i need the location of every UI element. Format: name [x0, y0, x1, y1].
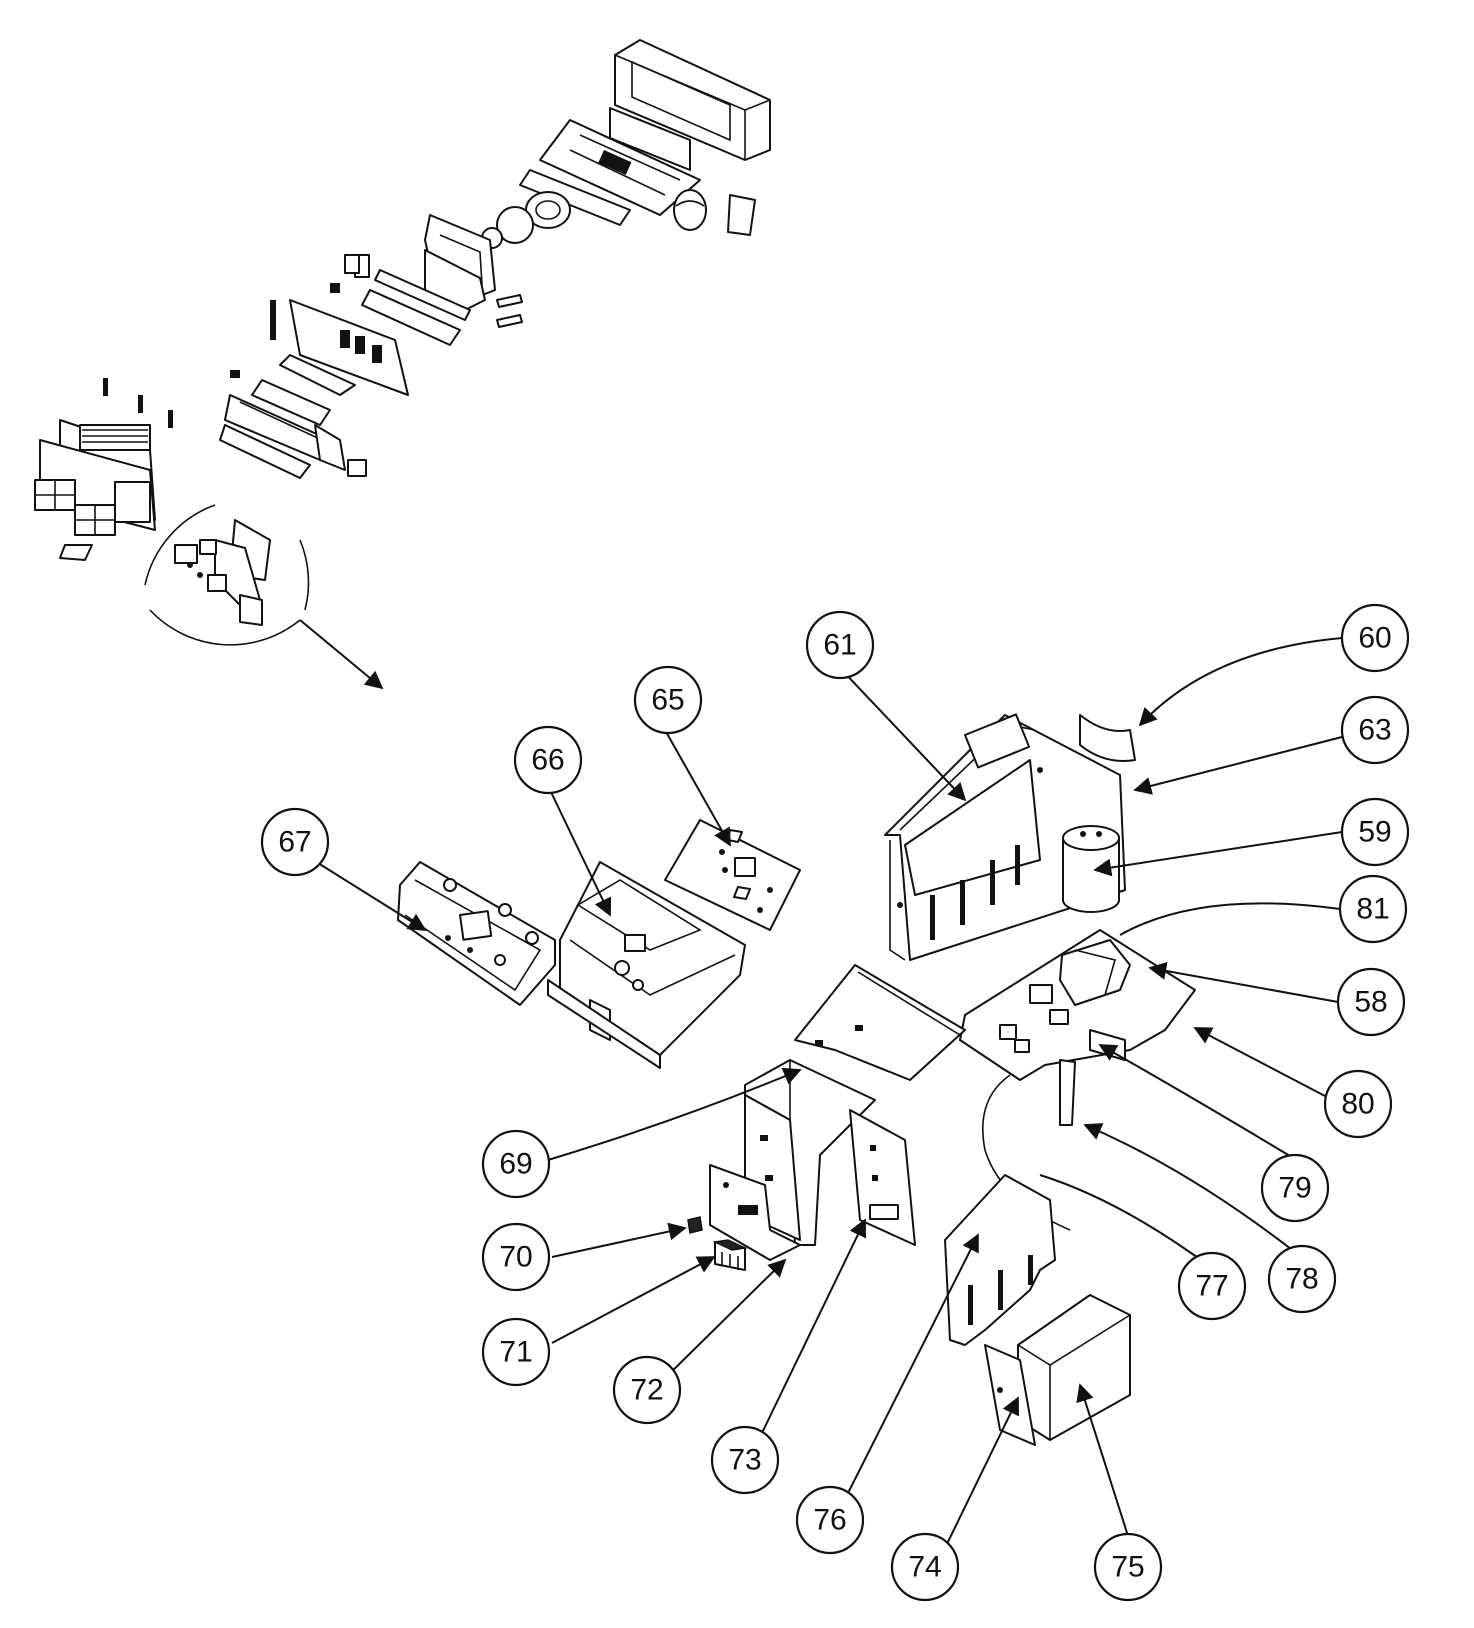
- svg-text:79: 79: [1278, 1172, 1311, 1205]
- leader-58: [1148, 962, 1339, 1003]
- base-pan: [539, 119, 701, 216]
- svg-text:72: 72: [630, 1374, 663, 1407]
- callout-76: 76: [795, 1485, 865, 1555]
- callout-79: 79: [1260, 1153, 1330, 1223]
- callout-59: 59: [1340, 797, 1410, 867]
- svg-text:77: 77: [1195, 1270, 1228, 1303]
- part-60-wire-clip: [1079, 714, 1136, 762]
- svg-text:67: 67: [278, 826, 311, 859]
- leader-80: [1193, 1027, 1326, 1097]
- leader-71: [551, 1256, 716, 1344]
- part-59-capacitor: [1062, 825, 1120, 913]
- overview-exploded-unit: [34, 39, 771, 690]
- bulkhead-panel: [270, 254, 409, 396]
- callout-58: 58: [1336, 967, 1406, 1037]
- leader-78: [1083, 1123, 1301, 1257]
- svg-text:81: 81: [1356, 893, 1389, 926]
- callout-74: 74: [890, 1532, 960, 1602]
- leader-70: [551, 1222, 687, 1258]
- part-72-mount-bracket: [709, 1164, 801, 1261]
- callout-77: 77: [1177, 1251, 1247, 1321]
- detail-pointer-arrow: [299, 619, 384, 690]
- leader-67: [317, 862, 427, 931]
- callout-63: 63: [1340, 695, 1410, 765]
- leader-65: [664, 729, 731, 847]
- part-74-box-cover: [984, 1344, 1036, 1446]
- callout-72: 72: [612, 1355, 682, 1425]
- front-grille: [34, 378, 173, 561]
- part-73-inner-panel: [849, 1109, 916, 1246]
- callout-66: 66: [513, 725, 583, 795]
- drain-tray: [519, 169, 631, 226]
- part-78-wire-lead: [1059, 1059, 1076, 1126]
- callout-67: 67: [260, 807, 330, 877]
- part-67-control-panel: [397, 861, 556, 1006]
- callout-73: 73: [710, 1425, 780, 1495]
- small-bracket-1: [496, 294, 523, 308]
- leader-72: [659, 1258, 787, 1384]
- svg-text:71: 71: [499, 1336, 532, 1369]
- blower-wheel: [481, 191, 571, 249]
- leader-63: [1133, 736, 1343, 795]
- svg-text:69: 69: [499, 1148, 532, 1181]
- callout-81: 81: [1338, 874, 1408, 944]
- svg-text:78: 78: [1285, 1263, 1318, 1296]
- filter-panel: [609, 107, 691, 171]
- leader-lines: [317, 637, 1343, 1549]
- leader-60: [1138, 637, 1343, 727]
- leader-79: [1098, 1044, 1291, 1157]
- leader-66: [549, 789, 612, 917]
- svg-text:74: 74: [908, 1551, 941, 1584]
- evaporator-coil: [219, 354, 367, 479]
- leader-59: [1093, 831, 1343, 877]
- svg-text:59: 59: [1358, 816, 1391, 849]
- svg-text:80: 80: [1341, 1088, 1374, 1121]
- svg-text:73: 73: [728, 1444, 761, 1477]
- leader-76: [841, 1233, 979, 1506]
- callout-61: 61: [805, 610, 875, 680]
- callout-71: 71: [481, 1317, 551, 1387]
- svg-text:63: 63: [1358, 714, 1391, 747]
- callouts: 60 61 63 59 81 58 80 79 78 77 65 66 67 6…: [260, 603, 1410, 1602]
- svg-text:61: 61: [823, 629, 856, 662]
- part-75-electrical-box: [1017, 1294, 1131, 1441]
- compressor: [673, 189, 756, 236]
- callout-65: 65: [633, 665, 703, 735]
- callout-80: 80: [1323, 1069, 1393, 1139]
- svg-text:60: 60: [1358, 622, 1391, 655]
- leader-75: [1076, 1383, 1129, 1537]
- leader-77: [1039, 1174, 1213, 1269]
- part-69-top-cover: [794, 964, 966, 1081]
- svg-text:58: 58: [1354, 986, 1387, 1019]
- blower-housing: [424, 214, 496, 311]
- leader-69: [547, 1067, 802, 1161]
- svg-text:70: 70: [499, 1241, 532, 1274]
- cabinet-sleeve: [614, 39, 771, 161]
- svg-text:75: 75: [1111, 1551, 1144, 1584]
- leader-81: [1119, 902, 1341, 936]
- callout-78: 78: [1267, 1244, 1337, 1314]
- callout-69: 69: [481, 1129, 551, 1199]
- part-80-board-bracket: [959, 929, 1196, 1081]
- leader-73: [759, 1218, 867, 1438]
- leader-74: [944, 1396, 1020, 1549]
- part-76-side-panel: [944, 1174, 1056, 1346]
- detail-circle-control-box: [144, 504, 310, 646]
- svg-text:66: 66: [531, 744, 564, 777]
- part-65-circuit-board: [664, 819, 801, 931]
- callout-60: 60: [1340, 603, 1410, 673]
- part-70-clip: [687, 1216, 703, 1234]
- callout-75: 75: [1093, 1532, 1163, 1602]
- part-71-terminal-block: [712, 1239, 748, 1271]
- small-bracket-2: [496, 314, 523, 328]
- svg-text:65: 65: [651, 684, 684, 717]
- leader-61: [839, 667, 967, 802]
- svg-text:76: 76: [813, 1504, 846, 1537]
- callout-70: 70: [481, 1222, 551, 1292]
